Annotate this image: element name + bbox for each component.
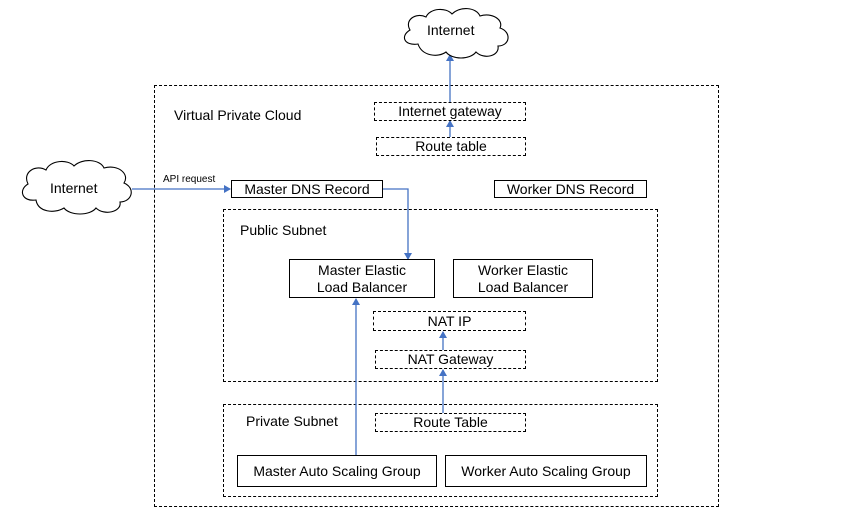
route-table-private-box: Route Table bbox=[375, 413, 526, 432]
worker-dns-record-box: Worker DNS Record bbox=[494, 180, 647, 198]
arrow-master-dns-to-elb bbox=[383, 188, 412, 260]
vpc-label: Virtual Private Cloud bbox=[174, 107, 302, 123]
master-elb-box: Master Elastic Load Balancer bbox=[289, 259, 435, 298]
internet-cloud-top-label: Internet bbox=[427, 22, 475, 38]
master-dns-record-box: Master DNS Record bbox=[231, 180, 383, 198]
master-asg-label: Master Auto Scaling Group bbox=[253, 462, 421, 479]
worker-elb-label-line2: Load Balancer bbox=[477, 278, 569, 295]
master-elb-label-line1: Master Elastic bbox=[318, 261, 406, 278]
worker-elb-box: Worker Elastic Load Balancer bbox=[453, 259, 593, 298]
worker-asg-box: Worker Auto Scaling Group bbox=[445, 455, 647, 487]
master-dns-record-label: Master DNS Record bbox=[244, 180, 370, 197]
vpc-region bbox=[154, 85, 719, 507]
internet-cloud-left-label: Internet bbox=[50, 180, 98, 196]
internet-gateway-box: Internet gateway bbox=[374, 102, 526, 121]
nat-gateway-box: NAT Gateway bbox=[375, 350, 526, 369]
master-asg-box: Master Auto Scaling Group bbox=[237, 455, 437, 487]
worker-asg-label: Worker Auto Scaling Group bbox=[461, 462, 631, 479]
cloud-left-shape bbox=[21, 160, 132, 215]
master-elb-label-line2: Load Balancer bbox=[316, 278, 408, 295]
nat-ip-box: NAT IP bbox=[373, 311, 526, 331]
cloud-top-shape bbox=[403, 8, 509, 59]
private-subnet-label: Private Subnet bbox=[246, 413, 338, 429]
nat-ip-label: NAT IP bbox=[427, 312, 472, 329]
private-subnet-region bbox=[223, 404, 658, 497]
route-table-private-label: Route Table bbox=[413, 414, 488, 430]
public-subnet-region bbox=[223, 209, 658, 382]
route-table-top-box: Route table bbox=[376, 137, 526, 156]
nat-gateway-label: NAT Gateway bbox=[407, 351, 494, 367]
internet-gateway-label: Internet gateway bbox=[398, 103, 502, 119]
api-request-label: API request bbox=[163, 174, 216, 185]
route-table-top-label: Route table bbox=[415, 138, 487, 154]
worker-dns-record-label: Worker DNS Record bbox=[506, 180, 635, 197]
worker-elb-label-line1: Worker Elastic bbox=[478, 261, 568, 278]
public-subnet-label: Public Subnet bbox=[240, 222, 327, 238]
